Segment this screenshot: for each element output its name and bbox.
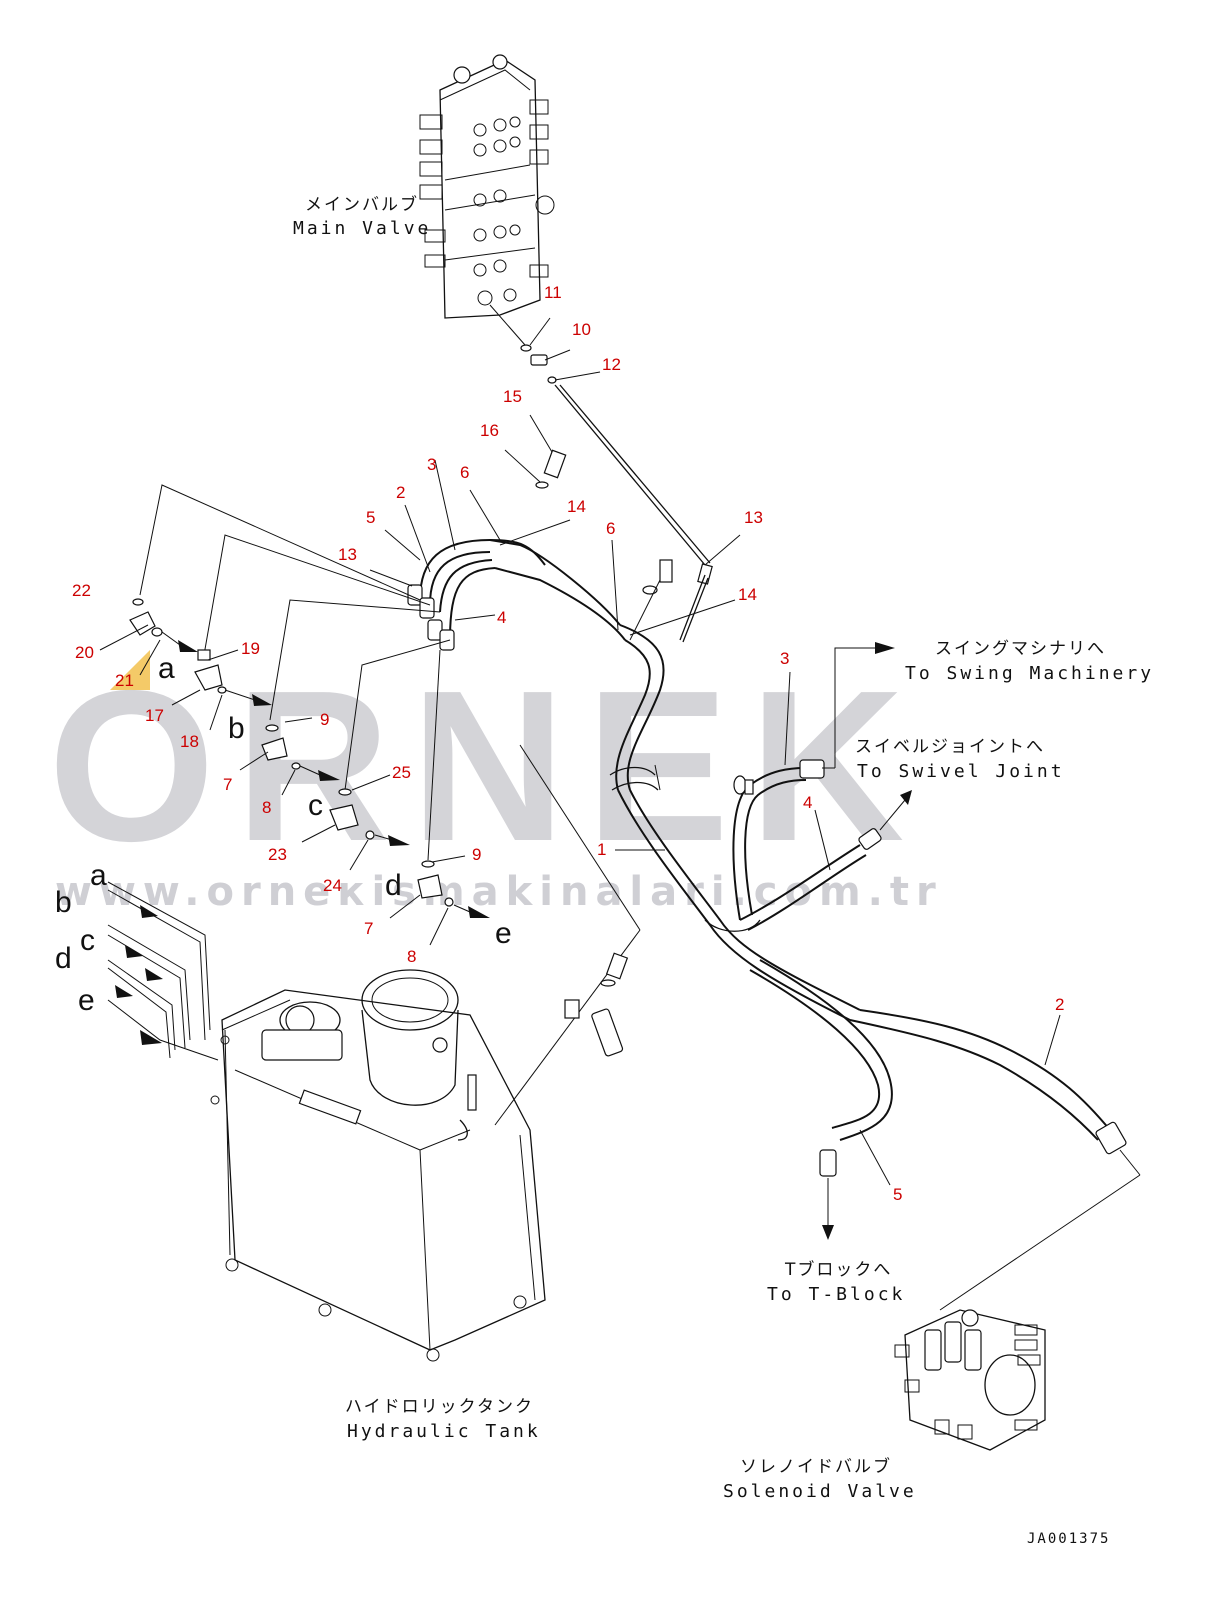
main-valve-label-jp: メインバルブ <box>305 194 419 215</box>
hose-3-swing <box>732 642 895 921</box>
letter-d-fitting: d <box>385 869 402 902</box>
letter-a-tank: a <box>90 859 107 892</box>
letter-e-fitting: e <box>495 917 512 950</box>
hose-long-1 <box>617 789 861 1021</box>
part-number-12: 12 <box>602 355 621 374</box>
hose-bundle-upper <box>407 538 713 791</box>
swivel-label-jp: スイベルジョイントへ <box>855 737 1045 757</box>
main-valve-fittings <box>489 304 711 566</box>
part-number-17: 17 <box>145 706 164 725</box>
hose-junction <box>704 919 761 932</box>
hydraulic-tank-drawing: ハイドロリックタンク Hydraulic Tank <box>210 744 641 1442</box>
part-number-2-upper: 2 <box>396 483 405 502</box>
part-number-8-upper: 8 <box>262 798 271 817</box>
watermark-brand: ORNEK <box>48 645 924 886</box>
part-number-4-swivel: 4 <box>803 793 812 812</box>
letter-c-fitting: c <box>308 789 323 822</box>
part-number-4-upper: 4 <box>497 608 506 627</box>
part-number-7-upper: 7 <box>223 775 232 794</box>
swing-label-en: To Swing Machinery <box>905 663 1154 684</box>
letter-b-fitting: b <box>228 712 245 745</box>
main-valve-label-en: Main Valve <box>293 218 431 239</box>
part-number-11: 11 <box>544 283 562 302</box>
tblock-label-en: To T-Block <box>767 1284 905 1305</box>
part-number-5-tblock: 5 <box>893 1185 902 1204</box>
part-number-7-lower: 7 <box>364 919 373 938</box>
watermark: ORNEK www.orneкismakinalari.com.tr <box>48 645 936 915</box>
solenoid-valve-label-en: Solenoid Valve <box>723 1481 917 1502</box>
part-number-15: 15 <box>503 387 522 406</box>
tank-inlet-pipes <box>107 881 219 1061</box>
part-number-20: 20 <box>75 643 94 662</box>
solenoid-valve-label-jp: ソレノイドバルブ <box>740 1456 892 1477</box>
part-number-24: 24 <box>323 876 342 895</box>
part-number-13-upper: 13 <box>338 545 357 564</box>
part-number-10: 10 <box>572 320 591 339</box>
part-number-16: 16 <box>480 421 499 440</box>
swing-label-jp: スイングマシナリへ <box>935 639 1106 659</box>
part-number-14-right: 14 <box>738 585 757 604</box>
letter-c-tank: c <box>80 924 95 957</box>
hose-5-tblock <box>749 959 893 1240</box>
part-numbers: 11 10 12 15 16 3 6 2 5 14 13 4 6 13 14 3… <box>72 283 1064 1204</box>
part-number-9-upper: 9 <box>320 710 329 729</box>
hose-2-solenoid <box>849 1009 1141 1311</box>
part-number-9-lower: 9 <box>472 845 481 864</box>
part-number-3-swing: 3 <box>780 649 789 668</box>
letter-e-tank: e <box>78 984 95 1017</box>
part-number-22: 22 <box>72 581 91 600</box>
swivel-label-en: To Swivel Joint <box>857 761 1065 782</box>
part-number-18: 18 <box>180 732 199 751</box>
part-number-25: 25 <box>392 763 411 782</box>
drawing-code: JA001375 <box>1027 1531 1110 1547</box>
tblock-label-jp: Tブロックへ <box>784 1259 892 1280</box>
part-number-3-upper: 3 <box>427 455 436 474</box>
part-number-2-solenoid: 2 <box>1055 995 1064 1014</box>
part-number-6-upper: 6 <box>460 463 469 482</box>
part-number-8-lower: 8 <box>407 947 416 966</box>
leader-lines <box>139 459 1061 1186</box>
part-number-21: 21 <box>115 671 134 690</box>
part-number-23: 23 <box>268 845 287 864</box>
part-number-14-upper: 14 <box>567 497 586 516</box>
part-number-19: 19 <box>241 639 260 658</box>
bolt-15-16 <box>504 414 567 489</box>
solenoid-valve-drawing: ソレノイドバルブ Solenoid Valve <box>723 1309 1046 1502</box>
watermark-accent-shape <box>110 650 150 690</box>
hydraulic-tank-label-jp: ハイドロリックタンク <box>345 1397 534 1417</box>
connection-letters: a b c d e a b c d e <box>55 652 512 1017</box>
letter-a-fitting: a <box>158 652 175 685</box>
letter-b-tank: b <box>55 886 72 919</box>
part-number-5-upper: 5 <box>366 508 375 527</box>
left-fittings <box>99 598 490 946</box>
destination-labels: スイングマシナリへ To Swing Machinery スイベルジョイントへ … <box>767 639 1154 1305</box>
main-valve-drawing: メインバルブ Main Valve <box>293 54 555 319</box>
part-number-1: 1 <box>597 840 606 859</box>
hose-4-swivel <box>739 790 912 931</box>
letter-d-tank: d <box>55 942 72 975</box>
hydraulic-tank-label-en: Hydraulic Tank <box>347 1421 541 1442</box>
part-number-6-right: 6 <box>606 519 615 538</box>
part-number-13-right: 13 <box>744 508 763 527</box>
